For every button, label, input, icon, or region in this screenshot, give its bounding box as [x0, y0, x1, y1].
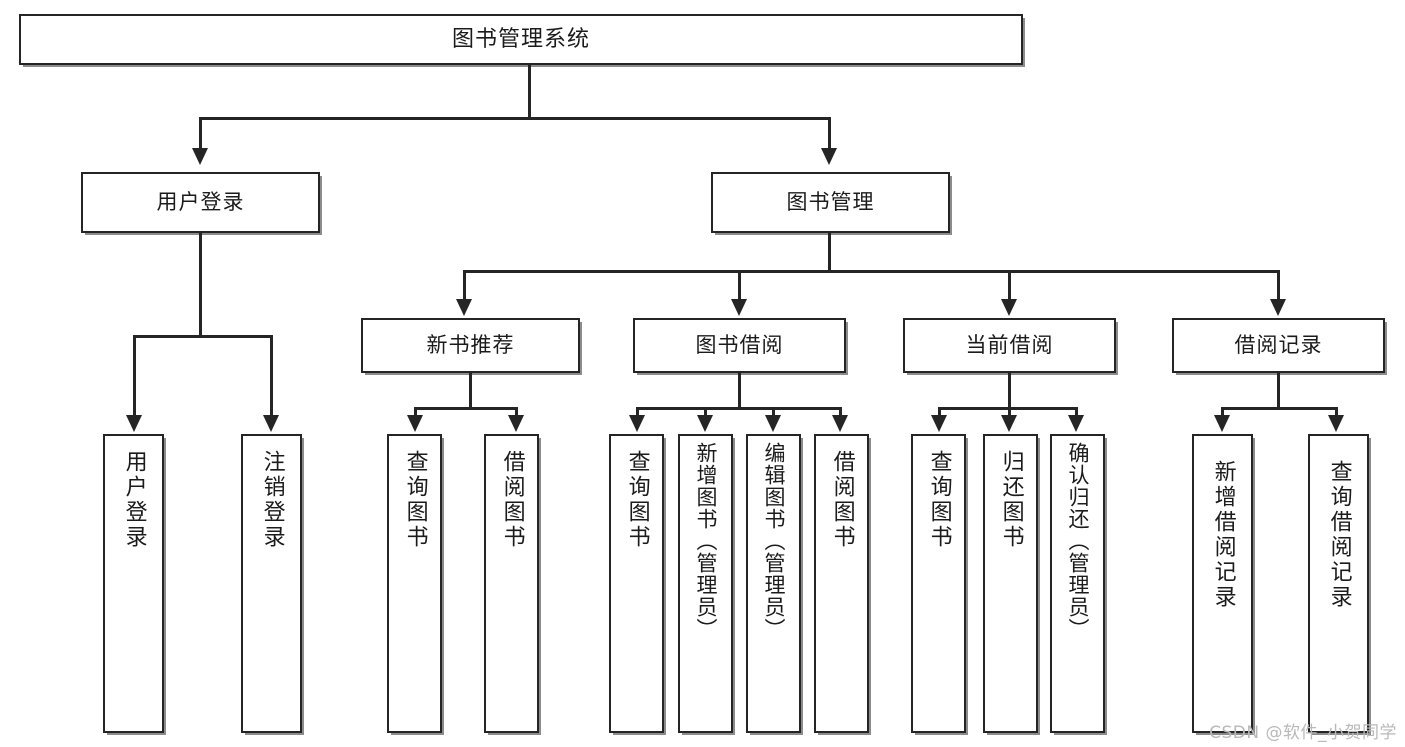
connector-root-to-user-login: [199, 117, 202, 150]
node-leaf-confirm-return-admin[interactable]: 确认归还（管理员）: [1050, 434, 1105, 733]
node-borrow-record[interactable]: 借阅记录: [1172, 318, 1385, 373]
node-leaf-borrow-book-rec[interactable]: 借阅图书: [484, 434, 539, 733]
connector-bm-to-book-borrow: [738, 270, 741, 301]
node-label: 查询借阅记录: [1326, 460, 1352, 610]
arrowhead-leaf-borrow-book-rec: [508, 415, 524, 432]
connector-nb-left: [414, 407, 417, 417]
node-new-book-recommend[interactable]: 新书推荐: [361, 318, 580, 373]
connector-root-stem: [528, 65, 531, 117]
arrowhead-book-borrow: [731, 299, 747, 316]
connector-book-borrow-stem: [738, 373, 741, 407]
connector-user-login-bar: [133, 335, 273, 338]
connector-borrow-record-stem: [1277, 373, 1280, 407]
node-leaf-add-book-admin[interactable]: 新增图书（管理员）: [678, 434, 733, 733]
node-leaf-query-book-rec[interactable]: 查询图书: [387, 434, 442, 733]
connector-root-to-book-management: [828, 117, 831, 150]
arrowhead-leaf-user-login: [126, 415, 142, 432]
arrowhead-book-management: [821, 148, 837, 165]
connector-bm-to-borrow-record: [1277, 270, 1280, 301]
node-label: 确认归还（管理员）: [1065, 442, 1090, 640]
node-label: 当前借阅: [965, 333, 1054, 358]
node-leaf-query-book-cur[interactable]: 查询图书: [911, 434, 966, 733]
node-label: 图书管理系统: [451, 26, 590, 52]
arrowhead-leaf-query-book-cur: [931, 415, 947, 432]
arrowhead-leaf-add-book-admin: [697, 415, 713, 432]
connector-user-login-stem: [199, 233, 202, 335]
node-leaf-user-login[interactable]: 用户登录: [103, 434, 164, 733]
connector-bm-to-new-book: [463, 270, 466, 301]
arrowhead-leaf-query-book-rec: [407, 415, 423, 432]
node-label: 借阅图书: [829, 450, 855, 550]
node-label: 注销登录: [259, 450, 285, 550]
node-book-management[interactable]: 图书管理: [711, 172, 950, 233]
arrowhead-leaf-borrow-book: [832, 415, 848, 432]
node-leaf-logout[interactable]: 注销登录: [241, 434, 302, 733]
node-leaf-edit-book-admin[interactable]: 编辑图书（管理员）: [746, 434, 801, 733]
node-label: 查询图书: [624, 450, 650, 550]
connector-book-management-bar: [463, 270, 1280, 273]
connector-cb-3: [1075, 407, 1078, 417]
connector-book-management-stem: [828, 233, 831, 270]
arrowhead-user-login: [192, 148, 208, 165]
arrowhead-leaf-edit-book-admin: [765, 415, 781, 432]
connector-bm-to-current-borrow: [1008, 270, 1011, 301]
node-user-login[interactable]: 用户登录: [81, 172, 320, 233]
node-label: 图书管理: [786, 190, 875, 215]
connector-current-borrow-stem: [1008, 373, 1011, 407]
arrowhead-leaf-query-record: [1328, 415, 1344, 432]
node-root-system[interactable]: 图书管理系统: [19, 14, 1023, 65]
node-leaf-return-book[interactable]: 归还图书: [983, 434, 1038, 733]
arrowhead-borrow-record: [1270, 299, 1286, 316]
node-label: 新书推荐: [426, 333, 515, 358]
connector-bb-2: [704, 407, 707, 417]
connector-user-login-right: [270, 335, 273, 417]
arrowhead-new-book-recommend: [456, 299, 472, 316]
arrowhead-leaf-return-book: [1001, 415, 1017, 432]
arrowhead-leaf-logout: [263, 415, 279, 432]
connector-bb-4: [839, 407, 842, 417]
node-leaf-borrow-book[interactable]: 借阅图书: [814, 434, 869, 733]
node-label: 借阅记录: [1234, 333, 1323, 358]
node-label: 借阅图书: [499, 450, 525, 550]
arrowhead-leaf-query-book: [629, 415, 645, 432]
connector-root-bar: [199, 117, 831, 120]
node-label: 图书借阅: [695, 333, 784, 358]
connector-bb-1: [636, 407, 639, 417]
node-leaf-query-record[interactable]: 查询借阅记录: [1308, 434, 1369, 733]
connector-borrow-record-bar: [1221, 407, 1338, 410]
connector-br-left: [1221, 407, 1224, 417]
node-label: 用户登录: [121, 450, 147, 550]
node-current-borrow[interactable]: 当前借阅: [903, 318, 1116, 373]
connector-cb-2: [1008, 407, 1011, 417]
arrowhead-leaf-confirm-return-admin: [1068, 415, 1084, 432]
connector-cb-1: [938, 407, 941, 417]
node-label: 查询图书: [926, 450, 952, 550]
connector-book-borrow-bar: [636, 407, 842, 410]
connector-nb-right: [515, 407, 518, 417]
node-label: 用户登录: [156, 190, 245, 215]
node-book-borrow[interactable]: 图书借阅: [633, 318, 846, 373]
node-label: 查询图书: [402, 450, 428, 550]
connector-bb-3: [772, 407, 775, 417]
node-leaf-query-book[interactable]: 查询图书: [609, 434, 664, 733]
connector-user-login-left: [133, 335, 136, 417]
connector-br-right: [1335, 407, 1338, 417]
connector-new-book-stem: [469, 373, 472, 407]
node-label: 新增图书（管理员）: [693, 442, 718, 640]
node-label: 归还图书: [998, 450, 1024, 550]
node-leaf-add-record[interactable]: 新增借阅记录: [1192, 434, 1253, 733]
node-label: 新增借阅记录: [1210, 460, 1236, 610]
connector-new-book-bar: [414, 407, 518, 410]
arrowhead-current-borrow: [1001, 299, 1017, 316]
node-label: 编辑图书（管理员）: [761, 442, 786, 640]
arrowhead-leaf-add-record: [1214, 415, 1230, 432]
